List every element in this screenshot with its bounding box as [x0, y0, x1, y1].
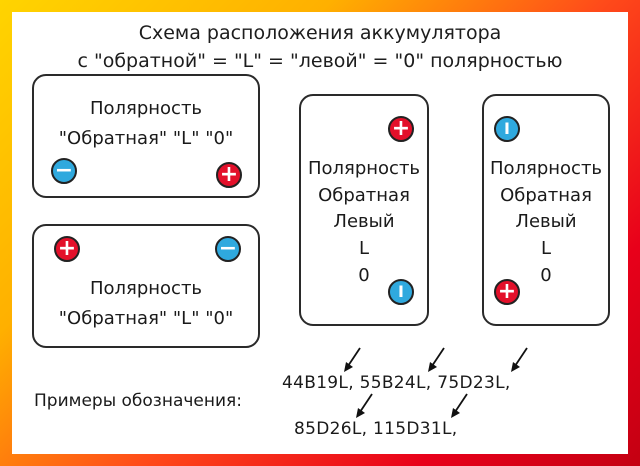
battery-tall-right-line: Обратная [500, 185, 592, 206]
diagram-panel: Схема расположения аккумулятора с "обрат… [12, 12, 628, 454]
minus-terminal-icon: − [215, 236, 241, 262]
battery-top-left-line2: "Обратная" "L" "0" [58, 128, 234, 149]
arrow-icon [451, 393, 468, 418]
arrow-icon [356, 393, 373, 418]
battery-tall-middle-line: Левый [333, 211, 395, 232]
battery-tall-middle: + Полярность Обратная Левый L 0 I [299, 94, 429, 326]
battery-tall-middle-line: 0 [358, 265, 370, 286]
battery-bottom-left: + − Полярность "Обратная" "L" "0" [32, 224, 260, 348]
plus-terminal-icon: + [216, 162, 242, 188]
plus-terminal-icon: + [494, 279, 520, 305]
minus-terminal-icon: I [494, 116, 520, 142]
battery-tall-right-line: Полярность [489, 158, 603, 179]
battery-tall-middle-line: Обратная [318, 185, 410, 206]
battery-top-left-line1: Полярность [89, 98, 203, 119]
battery-tall-middle-line: L [358, 238, 370, 259]
battery-tall-right: I Полярность Обратная Левый L 0 + [482, 94, 610, 326]
battery-bottom-left-line2: "Обратная" "L" "0" [58, 308, 234, 329]
battery-tall-right-line: Левый [515, 211, 577, 232]
diagram-title-line1: Схема расположения аккумулятора [138, 22, 502, 44]
battery-tall-middle-line: Полярность [307, 158, 421, 179]
battery-tall-right-line: 0 [540, 265, 552, 286]
examples-label: Примеры обозначения: [34, 391, 243, 411]
minus-terminal-icon: I [388, 279, 414, 305]
battery-bottom-left-line1: Полярность [89, 278, 203, 299]
arrow-icon [428, 347, 445, 372]
arrow-icon [344, 347, 361, 372]
minus-terminal-icon: − [51, 158, 77, 184]
battery-top-left: Полярность "Обратная" "L" "0" − + [32, 74, 260, 198]
plus-terminal-icon: + [54, 236, 80, 262]
examples-row-2: 85D26L, 115D31L, [294, 419, 458, 439]
arrow-icon [511, 347, 528, 372]
diagram-title-line2: с "обратной" = "L" = "левой" = "0" поляр… [77, 50, 563, 72]
plus-terminal-icon: + [388, 116, 414, 142]
battery-tall-right-line: L [540, 238, 552, 259]
examples-row-1: 44B19L, 55B24L, 75D23L, [282, 373, 511, 393]
